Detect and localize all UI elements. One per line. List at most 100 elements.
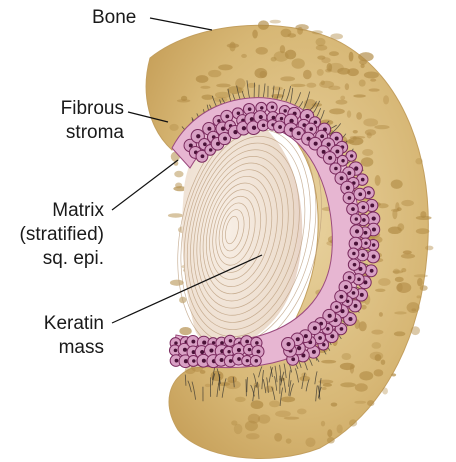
bone-pore: [401, 200, 414, 206]
bone-pore: [175, 183, 182, 189]
bone-pore: [329, 51, 339, 56]
bone-pore: [379, 312, 383, 317]
bone-pore: [361, 305, 367, 310]
bone-pore: [275, 410, 291, 417]
bone-pore: [281, 29, 292, 38]
fibrous-stroma-label-line2: stroma: [40, 122, 124, 144]
bone-pore: [281, 396, 295, 402]
bone-pore: [417, 295, 422, 298]
bone-pore: [342, 353, 352, 360]
bone-pore: [371, 330, 383, 335]
bone-pore: [317, 69, 324, 76]
bone-pore: [391, 180, 403, 189]
bone-pore: [416, 216, 432, 220]
bone-pore: [417, 278, 423, 286]
bone-pore: [354, 401, 366, 404]
bone-pore: [349, 419, 357, 426]
bone-pore: [340, 96, 345, 100]
bone-pore: [168, 213, 183, 218]
bone-pore: [414, 274, 428, 277]
bone-pore: [297, 27, 303, 35]
bone-pore: [241, 54, 247, 58]
bone-pore: [349, 52, 354, 62]
bone-pore: [174, 171, 183, 178]
bone-pore: [327, 63, 333, 72]
bone-pore: [297, 408, 307, 414]
bone-pore: [327, 429, 332, 437]
bone-pore: [420, 285, 428, 291]
bone-pore: [391, 209, 400, 212]
bone-pore: [317, 56, 325, 60]
bone-pore: [367, 132, 372, 138]
bone-pore: [227, 43, 239, 48]
bone-pore: [353, 130, 358, 133]
bone-pore: [378, 278, 390, 286]
bone-pore: [321, 80, 325, 85]
bone-pore: [367, 400, 374, 406]
bone-pore: [169, 124, 178, 131]
bone-pore: [369, 88, 380, 91]
bone-pore: [359, 80, 366, 87]
bone-pore: [337, 424, 343, 433]
epithelial-cell: [250, 355, 261, 366]
bone-pore: [359, 371, 373, 380]
epithelial-cell: [323, 152, 336, 165]
bone-pore: [291, 58, 304, 68]
matrix-label-line1: Matrix: [20, 200, 104, 222]
bone-pore: [363, 118, 378, 126]
bone-pore: [401, 254, 415, 259]
bone-pore: [347, 68, 359, 76]
matrix-label-line2: (stratified): [0, 224, 104, 246]
bone-pore: [312, 30, 323, 34]
epithelial-cell: [357, 202, 369, 214]
bone-pore: [252, 30, 258, 39]
epithelial-cell: [348, 248, 359, 259]
bone-pore: [362, 149, 373, 156]
bone-pore: [208, 70, 221, 77]
epithelial-cell: [282, 338, 295, 351]
bone-pore: [353, 136, 357, 140]
bone-pore: [179, 327, 191, 335]
bone-pore: [393, 269, 400, 275]
epithelial-cell: [335, 290, 347, 302]
bone-pore: [200, 370, 206, 374]
bone-pore: [336, 100, 348, 105]
bone-pore: [316, 38, 326, 46]
epithelial-cell: [365, 265, 377, 277]
epithelial-cell: [350, 225, 363, 238]
bone-pore: [383, 95, 389, 104]
epithelial-cell: [354, 188, 366, 200]
bone-pore: [327, 437, 335, 444]
bone-pore: [359, 321, 367, 331]
bone-pore: [218, 64, 233, 70]
bone-pore: [416, 228, 430, 234]
bone-pore: [411, 326, 420, 335]
bone-pore: [322, 387, 327, 390]
bone-pore: [350, 364, 354, 373]
matrix-leader: [112, 160, 178, 210]
bone-pore: [200, 86, 210, 89]
epithelial-cell: [347, 203, 359, 215]
bone-pore: [340, 382, 356, 387]
bone-pore: [371, 342, 381, 349]
bone-pore: [329, 108, 345, 114]
bone-pore: [425, 246, 433, 251]
bone-pore: [305, 437, 315, 447]
bone-pore: [246, 433, 260, 439]
epithelial-cell: [267, 102, 277, 112]
bone-pore: [415, 158, 422, 164]
bone-pore: [394, 331, 406, 336]
bone-pore: [381, 359, 386, 364]
epithelial-cell: [350, 214, 361, 225]
bone-pore: [251, 400, 264, 409]
bone-pore: [269, 400, 280, 407]
bone-pore: [235, 397, 246, 402]
bone-pore: [270, 20, 281, 24]
bone-pore: [291, 84, 306, 87]
bone-pore: [353, 94, 366, 97]
bone-pore: [331, 402, 338, 406]
bone-pore: [360, 64, 364, 68]
bone-pore: [394, 311, 406, 314]
bone-pore: [321, 360, 336, 364]
bone-pore: [274, 433, 282, 442]
